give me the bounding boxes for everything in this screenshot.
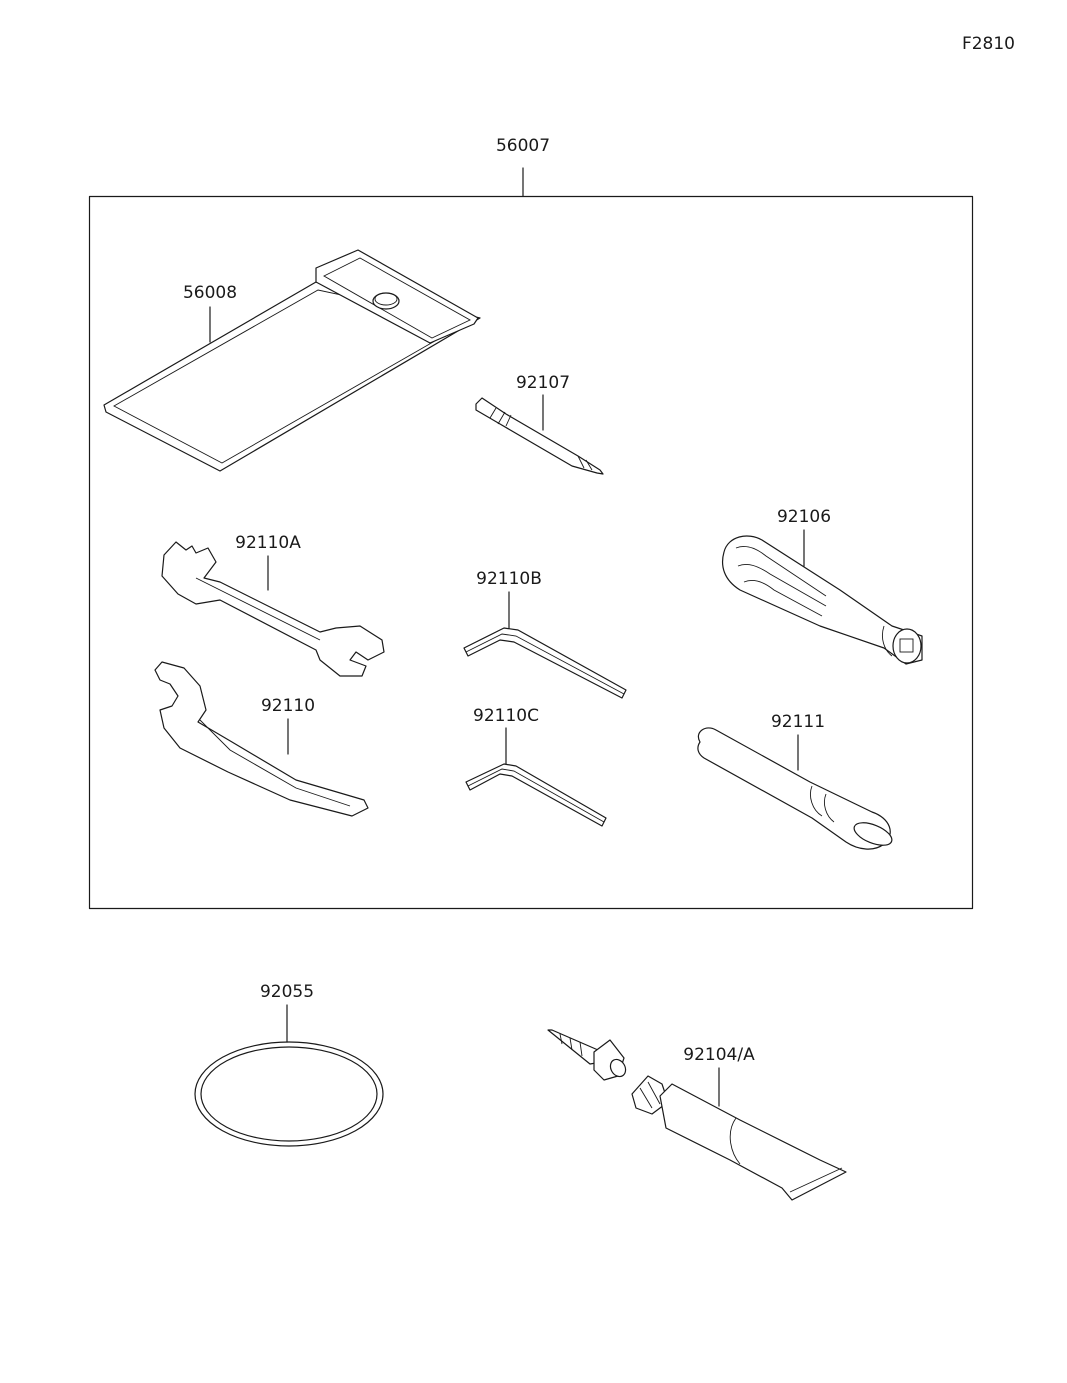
part-label-92111: 92111 bbox=[771, 712, 825, 732]
hex-wrench-c-edge bbox=[467, 768, 605, 823]
tool-bag-snap-button-top bbox=[374, 292, 398, 306]
band-inner-edge bbox=[200, 1046, 378, 1142]
open-end-wrench-body bbox=[161, 541, 385, 677]
part-label-92110: 92110 bbox=[261, 696, 315, 716]
hex-wrench-b-body bbox=[463, 627, 627, 699]
grease-nozzle-rings bbox=[559, 1033, 583, 1057]
page-id-label: F2810 bbox=[962, 34, 1015, 54]
hook-wrench-body bbox=[154, 661, 369, 817]
part-label-92104A: 92104/A bbox=[683, 1045, 755, 1065]
screwdriver-handle-92106: 92106 bbox=[721, 507, 923, 665]
part-label-92110B: 92110B bbox=[476, 569, 542, 589]
tommy-bar-92111: 92111 bbox=[697, 712, 893, 850]
grease-tube-cap-ridges bbox=[639, 1081, 661, 1109]
hex-wrench-92110B: 92110B bbox=[463, 569, 627, 699]
open-end-wrench-92110A: 92110A bbox=[161, 533, 385, 677]
tool-kit-assembly-group: 56007 bbox=[88, 136, 974, 910]
band-92055: 92055 bbox=[194, 982, 384, 1147]
grease-tube-body bbox=[659, 1083, 847, 1201]
part-label-92055: 92055 bbox=[260, 982, 314, 1002]
grease-nozzle-thread bbox=[609, 1058, 627, 1078]
hex-wrench-c-body bbox=[465, 763, 607, 827]
hex-wrench-b-edge bbox=[465, 633, 625, 695]
hook-wrench-edge bbox=[199, 719, 351, 807]
tommy-bar-end-opening bbox=[853, 822, 893, 846]
screwdriver-handle-grooves bbox=[735, 545, 827, 617]
screwdriver-handle-square-hole bbox=[899, 638, 914, 653]
tool-kit-frame bbox=[88, 195, 974, 910]
screwdriver-handle-body bbox=[721, 535, 923, 665]
tool-bag-flap-inner bbox=[323, 257, 471, 339]
hex-wrench-92110C: 92110C bbox=[465, 706, 607, 827]
grease-tube-92104A: 92104/A bbox=[547, 1029, 847, 1201]
part-label-92107: 92107 bbox=[516, 373, 570, 393]
open-end-wrench-center-line bbox=[195, 577, 321, 641]
screwdriver-bit-92107: 92107 bbox=[475, 373, 604, 475]
screwdriver-handle-collar bbox=[881, 625, 893, 657]
tommy-bar-taper-lines bbox=[810, 785, 835, 823]
hook-wrench-92110: 92110 bbox=[154, 661, 369, 817]
screwdriver-bit-tip-lines bbox=[577, 455, 593, 471]
band-outer-edge bbox=[194, 1041, 384, 1147]
part-label-92110C: 92110C bbox=[473, 706, 539, 726]
grease-tube-crimp bbox=[789, 1167, 843, 1193]
tool-bag-body bbox=[103, 281, 481, 472]
part-label-56007: 56007 bbox=[496, 136, 550, 156]
tool-bag-56008: 56008 bbox=[103, 249, 481, 472]
screwdriver-handle-socket bbox=[892, 628, 922, 664]
screwdriver-bit-hex-lines bbox=[489, 407, 512, 427]
grease-tube-label-edge bbox=[729, 1117, 741, 1165]
part-label-56008: 56008 bbox=[183, 283, 237, 303]
part-label-92106: 92106 bbox=[777, 507, 831, 527]
screwdriver-bit-shaft bbox=[475, 397, 604, 475]
part-label-92110A: 92110A bbox=[235, 533, 301, 553]
